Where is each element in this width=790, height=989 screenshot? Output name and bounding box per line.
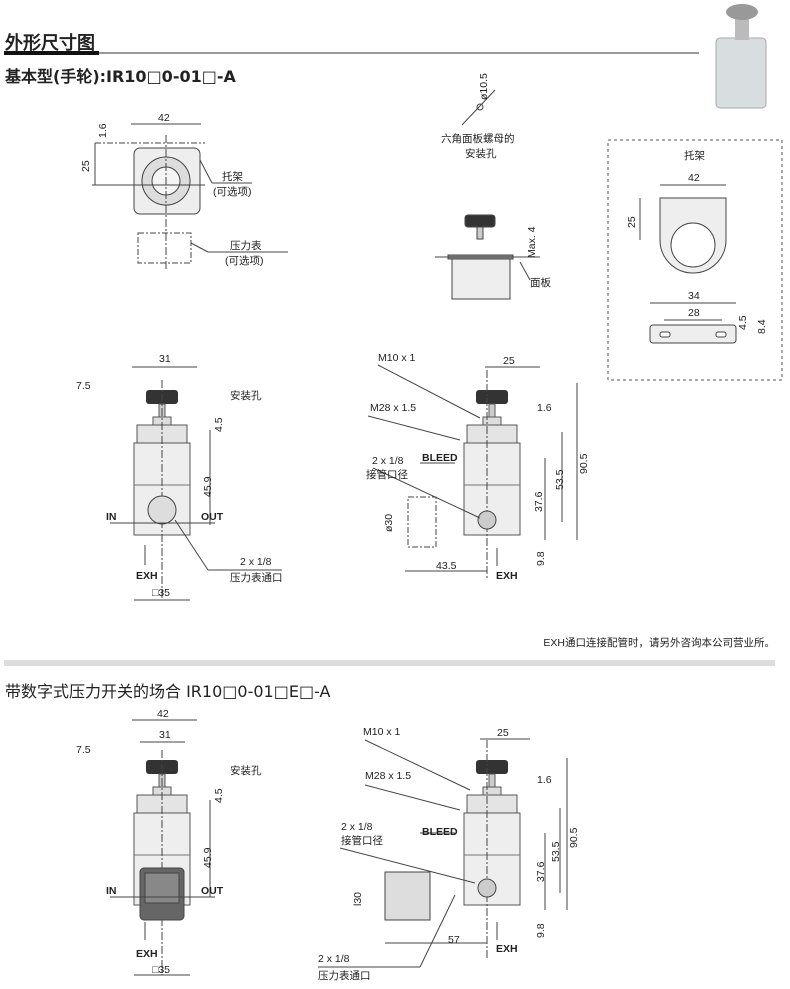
panel-label: 面板 [530, 277, 551, 289]
dim-label: 34 [688, 290, 700, 302]
section-title-basic: 基本型(手轮):IR10□0-01□-A [5, 67, 236, 86]
port-label: 接管口径 [366, 469, 408, 481]
page-title: 外形尺寸图 [5, 33, 95, 54]
thread-label: M10 x 1 [363, 726, 401, 738]
thread-label: M10 x 1 [378, 352, 416, 364]
dim-label: 28 [688, 307, 700, 319]
dim-label: 31 [159, 729, 171, 741]
dim-label: 4.5 [213, 417, 225, 432]
port-size-label: 2 x 1/8 [240, 556, 272, 568]
thread-label: M28 x 1.5 [370, 402, 417, 414]
dim-label: 4.5 [213, 788, 225, 803]
dim-label: 4.5 [737, 315, 749, 330]
mount-hole-label: 安装孔 [230, 765, 262, 777]
in-port-label: IN [106, 511, 117, 523]
exh-note: EXH通口连接配管时，请另外咨询本公司营业所。 [543, 637, 775, 649]
gauge-port-size-label: 2 x 1/8 [318, 953, 350, 965]
dim-label: ø30 [383, 513, 395, 532]
dim-label: 43.5 [436, 560, 457, 572]
exh-port-label: EXH [136, 948, 158, 960]
dim-label: 37.6 [535, 861, 547, 882]
dim-label: 9.8 [535, 551, 547, 566]
dim-label: 42 [157, 708, 169, 720]
dim-label: 7.5 [76, 380, 91, 392]
gauge-port-label: 压力表通口 [230, 572, 283, 584]
dim-label: 90.5 [578, 453, 590, 474]
dim-label: □35 [152, 587, 171, 599]
product-photo [715, 4, 767, 109]
dim-label: 57 [448, 934, 460, 946]
gauge-callout: 压力表 [230, 240, 262, 252]
dim-label: 25 [497, 727, 509, 739]
exh-port-label: EXH [496, 570, 518, 582]
dim-label: 37.6 [533, 491, 545, 512]
dim-label: l30 [352, 891, 364, 906]
dim-label: ø10.5 [478, 73, 490, 100]
nut-hole-label: 安装孔 [465, 148, 497, 160]
section-title-switch: 带数字式压力开关的场合 IR10□0-01□E□-A [5, 682, 331, 701]
dim-label: 42 [158, 112, 170, 124]
exh-port-label: EXH [496, 943, 518, 955]
dim-label: 53.5 [550, 841, 562, 862]
dim-label: 53.5 [554, 469, 566, 490]
bleed-label: BLEED [422, 826, 458, 838]
bleed-label: BLEED [422, 452, 458, 464]
dim-label: 1.6 [97, 123, 109, 138]
dim-label: 1.6 [537, 402, 552, 414]
dim-label: 7.5 [76, 744, 91, 756]
dim-label: 9.8 [535, 923, 547, 938]
port-size-label: 2 x 1/8 [372, 455, 404, 467]
bracket-callout: 托架 [222, 171, 243, 183]
thread-label: M28 x 1.5 [365, 770, 412, 782]
gauge-optional: (可选项) [225, 255, 264, 267]
dim-label: 90.5 [568, 827, 580, 848]
dim-label: 8.4 [756, 319, 768, 334]
dim-label: Max. 4 [526, 226, 538, 258]
dim-label: 31 [159, 353, 171, 365]
dim-label: 1.6 [537, 774, 552, 786]
bracket-optional: (可选项) [213, 186, 252, 198]
nut-hole-label: 六角面板螺母的 [441, 133, 515, 145]
mount-hole-label: 安装孔 [230, 390, 262, 402]
bracket-title: 托架 [684, 150, 705, 162]
dim-label: 25 [80, 160, 92, 172]
gauge-port-label: 压力表通口 [318, 970, 371, 982]
dim-label: 45.9 [202, 476, 214, 497]
exh-port-label: EXH [136, 570, 158, 582]
port-size-label: 2 x 1/8 [341, 821, 373, 833]
dim-label: 45.9 [202, 847, 214, 868]
in-port-label: IN [106, 885, 117, 897]
port-label: 接管口径 [341, 835, 383, 847]
dim-label: □35 [152, 964, 171, 976]
dim-label: 25 [503, 355, 515, 367]
dim-label: 42 [688, 172, 700, 184]
dim-label: 25 [626, 216, 638, 228]
out-port-label: OUT [201, 511, 224, 523]
out-port-label: OUT [201, 885, 224, 897]
